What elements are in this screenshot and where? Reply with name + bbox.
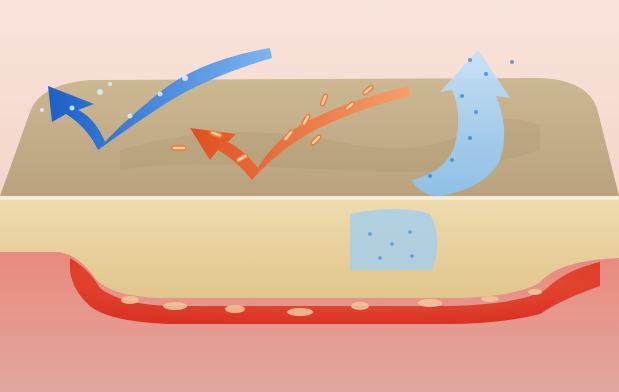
exudate-absorption-arrow bbox=[350, 209, 438, 270]
